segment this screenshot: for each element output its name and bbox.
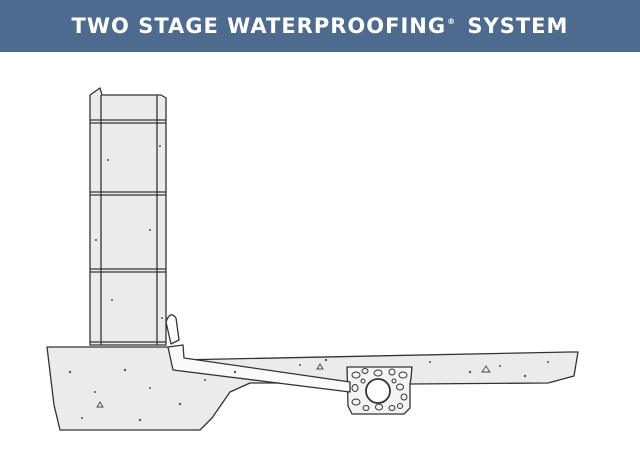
gravel-stone <box>362 405 370 411</box>
gravel-stone <box>361 368 369 374</box>
concrete-speck <box>161 317 163 319</box>
registered-trademark-mark: ® <box>447 17 457 26</box>
concrete-speck <box>429 361 431 363</box>
concrete-speck <box>81 417 83 419</box>
perforated-drain-pipe <box>365 378 391 404</box>
gravel-stone <box>373 369 383 377</box>
concrete-aggregate <box>316 363 324 370</box>
gravel-stone <box>397 403 403 409</box>
concrete-speck <box>111 299 113 301</box>
title-text: TWO STAGE WATERPROOFING <box>71 14 447 38</box>
concrete-speck <box>149 387 151 389</box>
gravel-stone <box>391 378 397 384</box>
concrete-speck <box>468 370 472 374</box>
concrete-aggregate <box>481 365 491 373</box>
concrete-speck <box>68 370 72 374</box>
concrete-speck <box>107 159 109 161</box>
concrete-speck <box>499 365 501 367</box>
concrete-speck <box>94 391 96 393</box>
gravel-stone <box>351 371 361 379</box>
concrete-speck <box>523 374 527 378</box>
gravel-stone <box>351 384 359 392</box>
concrete-speck <box>324 358 328 362</box>
concrete-speck <box>159 145 161 147</box>
concrete-speck <box>149 229 151 231</box>
concrete-speck <box>299 364 301 366</box>
page-title: TWO STAGE WATERPROOFING® SYSTEM <box>72 14 569 38</box>
gravel-stone <box>360 378 366 384</box>
sloped-drain-channel <box>167 344 351 393</box>
concrete-speck <box>204 379 206 381</box>
concrete-speck <box>233 370 237 374</box>
gravel-stone <box>388 405 396 411</box>
block-foundation-wall <box>89 87 167 346</box>
gravel-stone <box>375 403 383 411</box>
concrete-speck <box>547 361 549 363</box>
concrete-aggregate <box>96 401 104 408</box>
gravel-stone <box>400 393 408 401</box>
concrete-speck <box>123 368 127 372</box>
gravel-stone <box>396 383 404 391</box>
title-suffix: SYSTEM <box>459 14 569 38</box>
waterproofing-diagram <box>46 87 579 431</box>
concrete-speck <box>95 239 97 241</box>
gravel-stone <box>351 398 361 406</box>
concrete-speck <box>138 418 142 422</box>
gravel-stone <box>398 371 408 379</box>
concrete-speck <box>178 402 182 406</box>
flashing-strip <box>165 314 180 345</box>
title-banner: TWO STAGE WATERPROOFING® SYSTEM <box>0 0 640 52</box>
concrete-floor-slab <box>46 346 579 431</box>
gravel-stone <box>388 368 396 376</box>
